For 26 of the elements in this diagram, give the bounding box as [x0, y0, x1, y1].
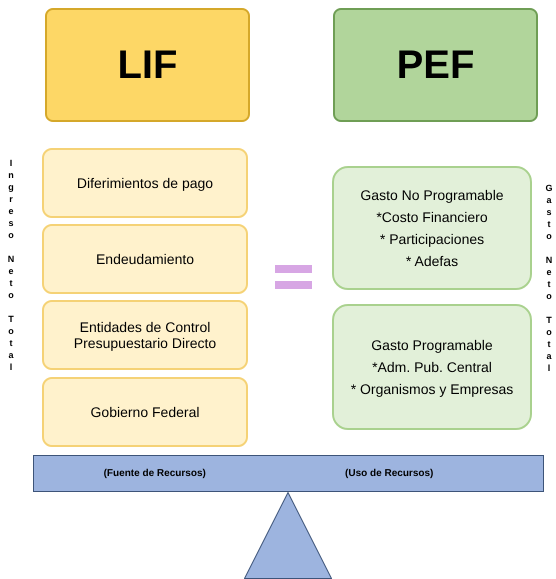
- fulcrum-triangle: [244, 492, 332, 579]
- box-text: Endeudamiento: [94, 251, 196, 267]
- header-box: [45, 8, 250, 122]
- vertical-label: Gasto Neto Total: [544, 183, 553, 375]
- category-box: [42, 377, 248, 447]
- header-title: LIF: [118, 42, 178, 88]
- category-box: [42, 300, 248, 370]
- category-box: [42, 224, 248, 294]
- box-text: * Participaciones: [380, 231, 484, 247]
- box-text: Diferimientos de pago: [76, 175, 214, 191]
- beam-label: (Fuente de Recursos): [104, 468, 206, 479]
- box-text: *Adm. Pub. Central: [372, 359, 492, 375]
- header-box: [333, 8, 538, 122]
- category-box: [332, 304, 532, 430]
- box-text: * Adefas: [406, 253, 458, 269]
- box-text: Gasto No Programable: [360, 187, 504, 203]
- header-title: PEF: [396, 42, 474, 88]
- category-box: [42, 148, 248, 218]
- category-box: [332, 166, 532, 290]
- box-text: Gobierno Federal: [90, 404, 200, 420]
- box-text: * Organismos y Empresas: [350, 381, 514, 397]
- box-text: Gasto Programable: [371, 337, 493, 353]
- box-text: Entidades de Control Presupuestario Directo: [72, 319, 218, 351]
- box-text: *Costo Financiero: [376, 209, 488, 225]
- vertical-label: Ingreso Neto Total: [6, 158, 15, 374]
- beam-label: (Uso de Recursos): [345, 468, 434, 479]
